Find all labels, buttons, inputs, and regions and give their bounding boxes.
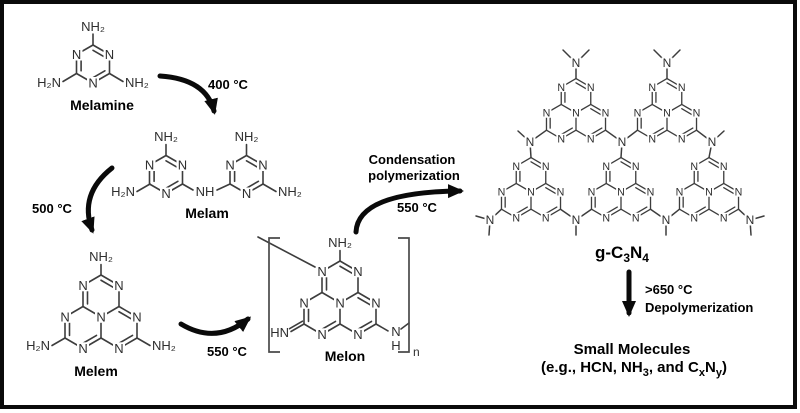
amine-group-label: NH₂: [125, 75, 149, 90]
small-molecules-detail: (e.g., HCN, NH3, and CxNy): [541, 359, 727, 379]
bridge-h-label: H: [391, 338, 400, 353]
bridge-n-label: N: [663, 56, 672, 70]
melem-structure: NH₂ H₂N NH₂ Melem: [26, 249, 176, 379]
amine-group-label: NH₂: [278, 184, 302, 199]
imine-group-label: HN: [270, 325, 289, 340]
amine-group-label: NH₂: [152, 338, 176, 353]
small-molecules-title: Small Molecules: [574, 341, 691, 358]
arrow-melon-to-gc3n4: [353, 184, 464, 235]
bridge-n-label: N: [572, 56, 581, 70]
gc3n4-label: g-C3N4: [595, 243, 649, 265]
gc3n4-bridges: N N N N N N N N N: [475, 49, 765, 236]
arrow-melam-to-melem: [81, 165, 115, 234]
small-molecules-block: Small Molecules (e.g., HCN, NH3, and CxN…: [541, 341, 727, 379]
depolymerization-label: Depolymerization: [645, 300, 753, 315]
melam-structure: NH₂ NH₂ H₂N NH₂ NH Melam: [111, 129, 302, 221]
bridge-nh-label: NH: [196, 184, 215, 199]
melem-label: Melem: [74, 363, 118, 379]
melamine-structure: NH₂ H₂N NH₂ Melamine: [37, 19, 149, 113]
temp-500-label: 500 °C: [32, 201, 73, 216]
melamine-label: Melamine: [70, 97, 134, 113]
amine-group-label: NH₂: [81, 19, 105, 34]
bridge-n-label: N: [486, 213, 495, 227]
temp-550b-label: 550 °C: [397, 200, 438, 215]
amine-group-label: NH₂: [154, 129, 178, 144]
bridge-n-label: N: [572, 213, 581, 227]
gc3n4-structure: N N N N N N N N N g-C3N4: [475, 49, 765, 265]
melam-label: Melam: [185, 205, 229, 221]
bridge-n-label: N: [746, 213, 755, 227]
amine-group-label: H₂N: [111, 184, 135, 199]
bridge-n-label: N: [662, 213, 671, 227]
amine-group-label: H₂N: [37, 75, 61, 90]
temp-400-label: 400 °C: [208, 77, 249, 92]
bridge-n-label: N: [708, 135, 717, 149]
bridge-n-label: N: [526, 135, 535, 149]
bridge-n-label: N: [391, 324, 400, 339]
reaction-arrows: 400 °C 500 °C 550 °C Condensation polyme…: [32, 73, 753, 359]
repeat-unit-n: n: [413, 345, 420, 359]
amine-group-label: NH₂: [328, 235, 352, 250]
left-bracket: [268, 237, 280, 353]
arrow-melamine-to-melam: [157, 73, 218, 115]
temp-550-label: 550 °C: [207, 344, 248, 359]
bridge-n-label: N: [618, 135, 627, 149]
melon-structure: NH₂ HN N H n Melon: [257, 235, 420, 364]
condensation-label: Condensation: [369, 152, 456, 167]
amine-group-label: NH₂: [89, 249, 113, 264]
polymerization-label: polymerization: [368, 168, 460, 183]
amine-group-label: H₂N: [26, 338, 50, 353]
arrow-melem-to-melon: [178, 316, 252, 336]
melon-label: Melon: [325, 348, 365, 364]
temp-650-label: >650 °C: [645, 282, 693, 297]
amine-group-label: NH₂: [235, 129, 259, 144]
right-bracket: [398, 237, 410, 353]
